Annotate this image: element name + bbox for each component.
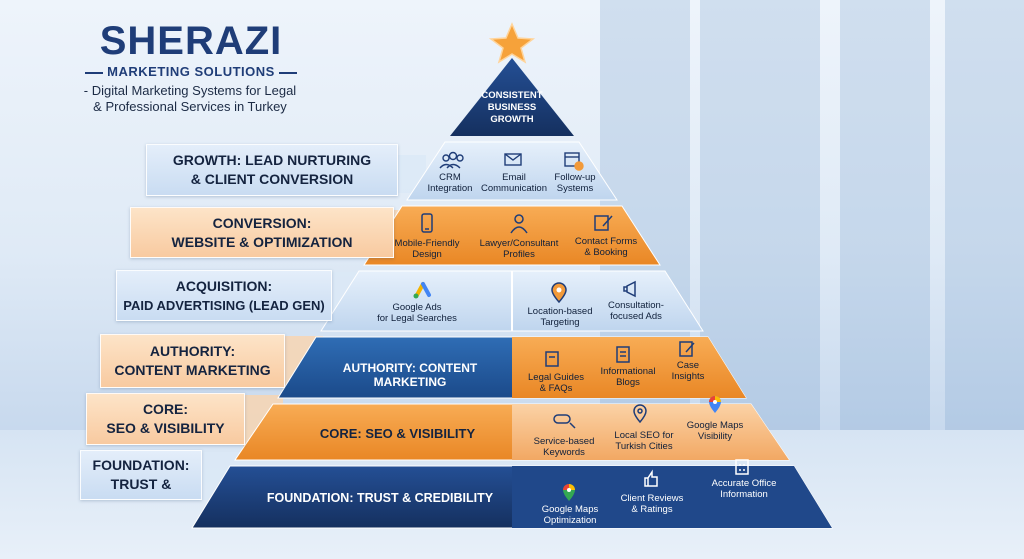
item-legal-guides-faqs: Legal Guides& FAQs — [522, 372, 590, 394]
label-conversion: CONVERSION:WEBSITE & OPTIMIZATION — [130, 207, 394, 258]
band-authority-title: AUTHORITY: CONTENT MARKETING — [310, 361, 510, 389]
band-foundation-title: FOUNDATION: TRUST & CREDIBILITY — [250, 491, 510, 505]
star-icon — [491, 24, 533, 62]
band-core-title: CORE: SEO & VISIBILITY — [290, 426, 505, 441]
item-consultation-ads: Consultation-focused Ads — [596, 300, 676, 322]
label-acquisition: ACQUISITION:PAID ADVERTISING (LEAD GEN) — [116, 270, 332, 321]
label-growth: GROWTH: LEAD NURTURING& CLIENT CONVERSIO… — [146, 144, 398, 196]
item-client-reviews: Client Reviews& Ratings — [614, 493, 690, 515]
item-contact-forms-booking: Contact Forms& Booking — [566, 236, 646, 258]
label-foundation: FOUNDATION:TRUST & — [80, 450, 202, 500]
label-core: CORE:SEO & VISIBILITY — [86, 393, 245, 445]
label-authority: AUTHORITY:CONTENT MARKETING — [100, 334, 285, 388]
